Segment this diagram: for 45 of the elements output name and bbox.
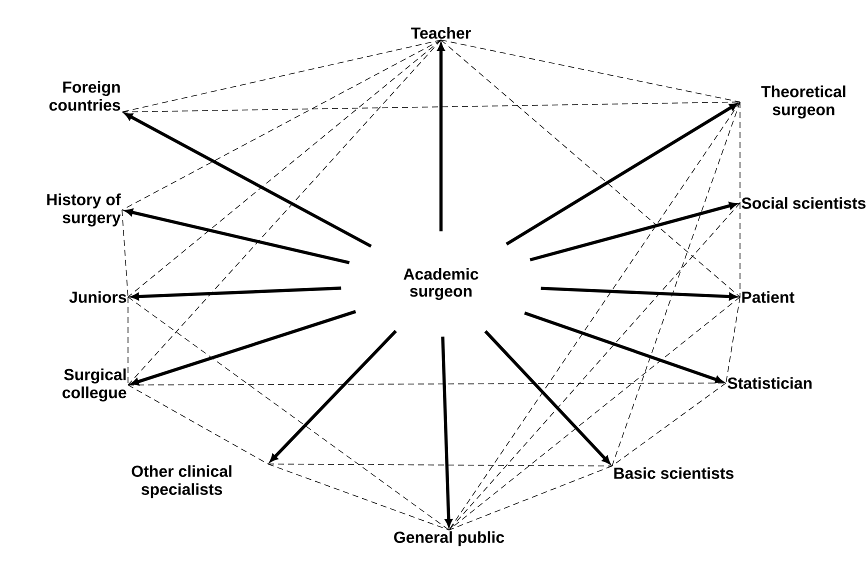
arrow	[524, 312, 724, 384]
connector-line	[128, 384, 268, 464]
arrow	[130, 310, 356, 386]
connector-line	[448, 466, 612, 530]
connector-line	[268, 464, 450, 530]
label-text: Teacher	[411, 27, 471, 39]
label-text: Academic surgeon	[404, 268, 478, 300]
connector-line	[440, 40, 740, 298]
arrow	[437, 43, 445, 232]
connector-line	[128, 40, 442, 298]
label-text: Foreign countries	[49, 81, 120, 111]
connector-line	[612, 102, 740, 466]
label-text: Theoretical surgeon	[761, 86, 846, 118]
arrow	[124, 208, 350, 264]
label-text: Social scientists	[742, 197, 866, 209]
label-text: Juniors	[69, 291, 126, 303]
connector-line	[128, 296, 450, 530]
connector-line	[128, 382, 726, 386]
label-text: Patient	[742, 291, 794, 303]
arrow	[484, 330, 610, 464]
label-text: History of surgery	[47, 194, 121, 226]
arrow	[124, 112, 372, 248]
connector-line	[448, 296, 740, 530]
connector-line	[726, 296, 740, 384]
connector-line	[448, 102, 740, 530]
connector-line	[268, 464, 612, 466]
arrow	[131, 286, 342, 300]
arrow	[270, 330, 397, 462]
connector-line	[448, 202, 740, 530]
arrow	[506, 103, 738, 246]
arrow	[530, 202, 738, 262]
connector-line	[440, 40, 740, 102]
arrow	[441, 336, 452, 527]
arrow	[540, 286, 737, 300]
connector-line	[122, 40, 442, 112]
connector-line	[122, 210, 128, 298]
label-text: Statistician	[728, 377, 812, 389]
connector-line	[612, 382, 726, 466]
connector-line	[122, 40, 442, 210]
label-text: General public	[394, 531, 504, 546]
label-text: Basic scientists	[614, 467, 734, 479]
label-text: Surgical collegue	[62, 368, 126, 402]
label-text: Other clinical specialists	[132, 465, 232, 498]
connector-line	[122, 102, 740, 112]
connector-line	[128, 40, 442, 386]
